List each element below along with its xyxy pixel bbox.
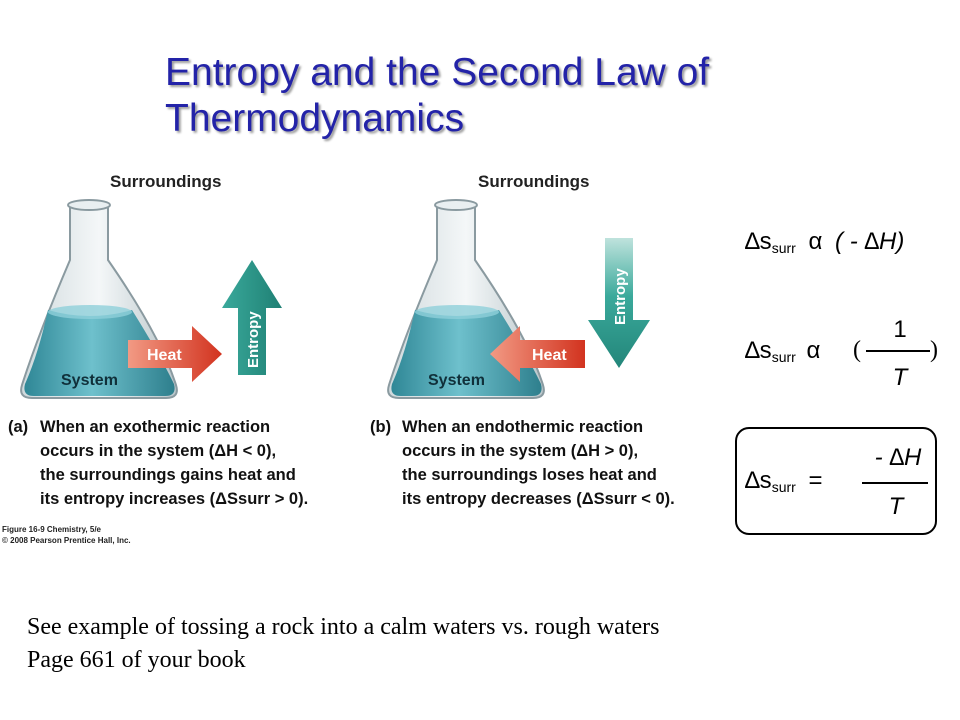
surroundings-label-b: Surroundings <box>478 172 590 191</box>
proportional-symbol: α <box>808 228 823 255</box>
caption-b-line: the surroundings loses heat and <box>402 466 657 484</box>
proportional-symbol: α <box>806 337 821 364</box>
open-paren: ( <box>853 337 861 363</box>
fraction-denominator: T <box>888 493 904 520</box>
surroundings-label-a: Surroundings <box>110 172 222 191</box>
entropy-down-arrow-icon <box>588 238 650 368</box>
slide-title: Entropy and the Second Law of Thermodyna… <box>165 51 710 140</box>
surr-subscript: surr <box>771 479 796 495</box>
close-paren: ) <box>930 337 938 363</box>
caption-a-line: the surroundings gains heat and <box>40 466 296 484</box>
equation-3-box <box>735 427 937 535</box>
caption-a-line: occurs in the system (ΔH < 0), <box>40 442 277 460</box>
heat-arrow-a-icon <box>128 326 222 382</box>
figure-drawing: Entropy Entropy Heat Heat System System <box>20 199 650 399</box>
delta-s-symbol: ∆s <box>745 228 772 255</box>
entropy-figure: Entropy Entropy Heat Heat System System … <box>0 160 730 560</box>
note-line: Page 661 of your book <box>27 647 246 673</box>
heat-arrow-b-icon <box>490 326 585 382</box>
system-label-a: System <box>61 372 118 389</box>
caption-b-line: occurs in the system (ΔH > 0), <box>402 442 639 460</box>
entropy-label-a: Entropy <box>245 311 262 368</box>
credit-line: Figure 16-9 Chemistry, 5/e <box>2 525 101 534</box>
caption-a-tag: (a) <box>8 418 29 436</box>
heat-label-a: Heat <box>147 347 182 364</box>
equation-3: ∆ssurr = <box>745 467 829 495</box>
delta-s-symbol: ∆s <box>745 337 772 364</box>
surr-subscript: surr <box>771 240 796 256</box>
figure-credit: Figure 16-9 Chemistry, 5/e © 2008 Pearso… <box>2 524 131 546</box>
caption-a-line: When an exothermic reaction <box>40 418 271 436</box>
system-label-b: System <box>428 372 485 389</box>
eq1-rhs: ( - ∆H) <box>835 228 905 255</box>
equation-1: ∆ssurr α ( - ∆H) <box>745 228 904 256</box>
equals-sign: = <box>808 467 823 494</box>
caption-a-line: its entropy increases (ΔSsurr > 0). <box>40 490 309 508</box>
flask-a-icon <box>20 199 178 399</box>
fraction-bar <box>866 350 930 352</box>
credit-line: © 2008 Pearson Prentice Hall, Inc. <box>2 536 131 545</box>
note-line: See example of tossing a rock into a cal… <box>27 614 660 640</box>
fraction-numerator: - ∆H <box>874 444 922 471</box>
surr-subscript: surr <box>771 349 796 365</box>
fraction-denominator: T <box>892 364 908 391</box>
entropy-label-b: Entropy <box>612 268 629 325</box>
delta-s-symbol: ∆s <box>745 467 772 494</box>
entropy-up-arrow-icon <box>222 260 282 375</box>
heat-label-b: Heat <box>532 347 567 364</box>
caption-b-tag: (b) <box>370 418 392 436</box>
fraction-bar <box>862 482 928 484</box>
caption-b-line: its entropy decreases (ΔSsurr < 0). <box>402 490 675 508</box>
flask-b-icon <box>387 199 545 399</box>
caption-b-line: When an endothermic reaction <box>402 418 644 436</box>
equation-2: ∆ssurr α <box>745 337 824 365</box>
example-note: See example of tossing a rock into a cal… <box>27 611 659 677</box>
fraction-numerator: 1 <box>893 316 907 343</box>
